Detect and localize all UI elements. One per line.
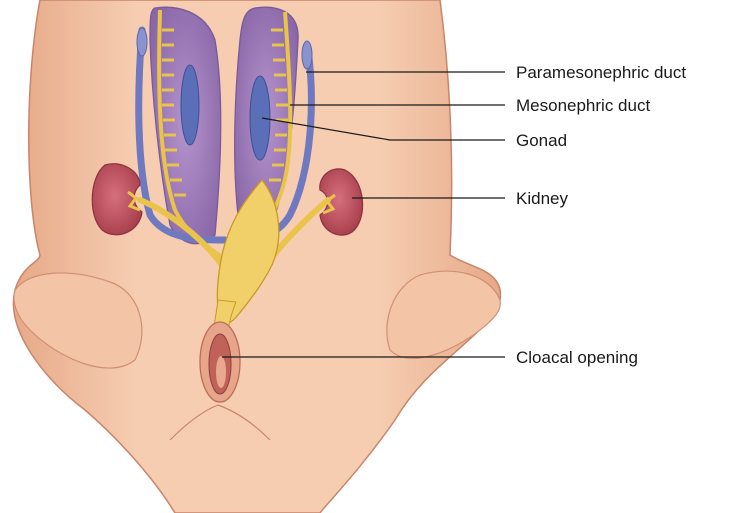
cloacal-opening-inner — [216, 356, 226, 388]
left-gonad-core — [181, 65, 199, 145]
label-gonad: Gonad — [516, 131, 567, 150]
label-cloacal-opening: Cloacal opening — [516, 348, 638, 367]
right-gonad-core — [250, 76, 270, 160]
left-paramesonephric-tip — [137, 28, 147, 56]
right-paramesonephric-tip — [302, 41, 312, 69]
label-mesonephric-duct: Mesonephric duct — [516, 96, 650, 115]
label-kidney: Kidney — [516, 189, 568, 208]
label-paramesonephric-duct: Paramesonephric duct — [516, 63, 686, 82]
